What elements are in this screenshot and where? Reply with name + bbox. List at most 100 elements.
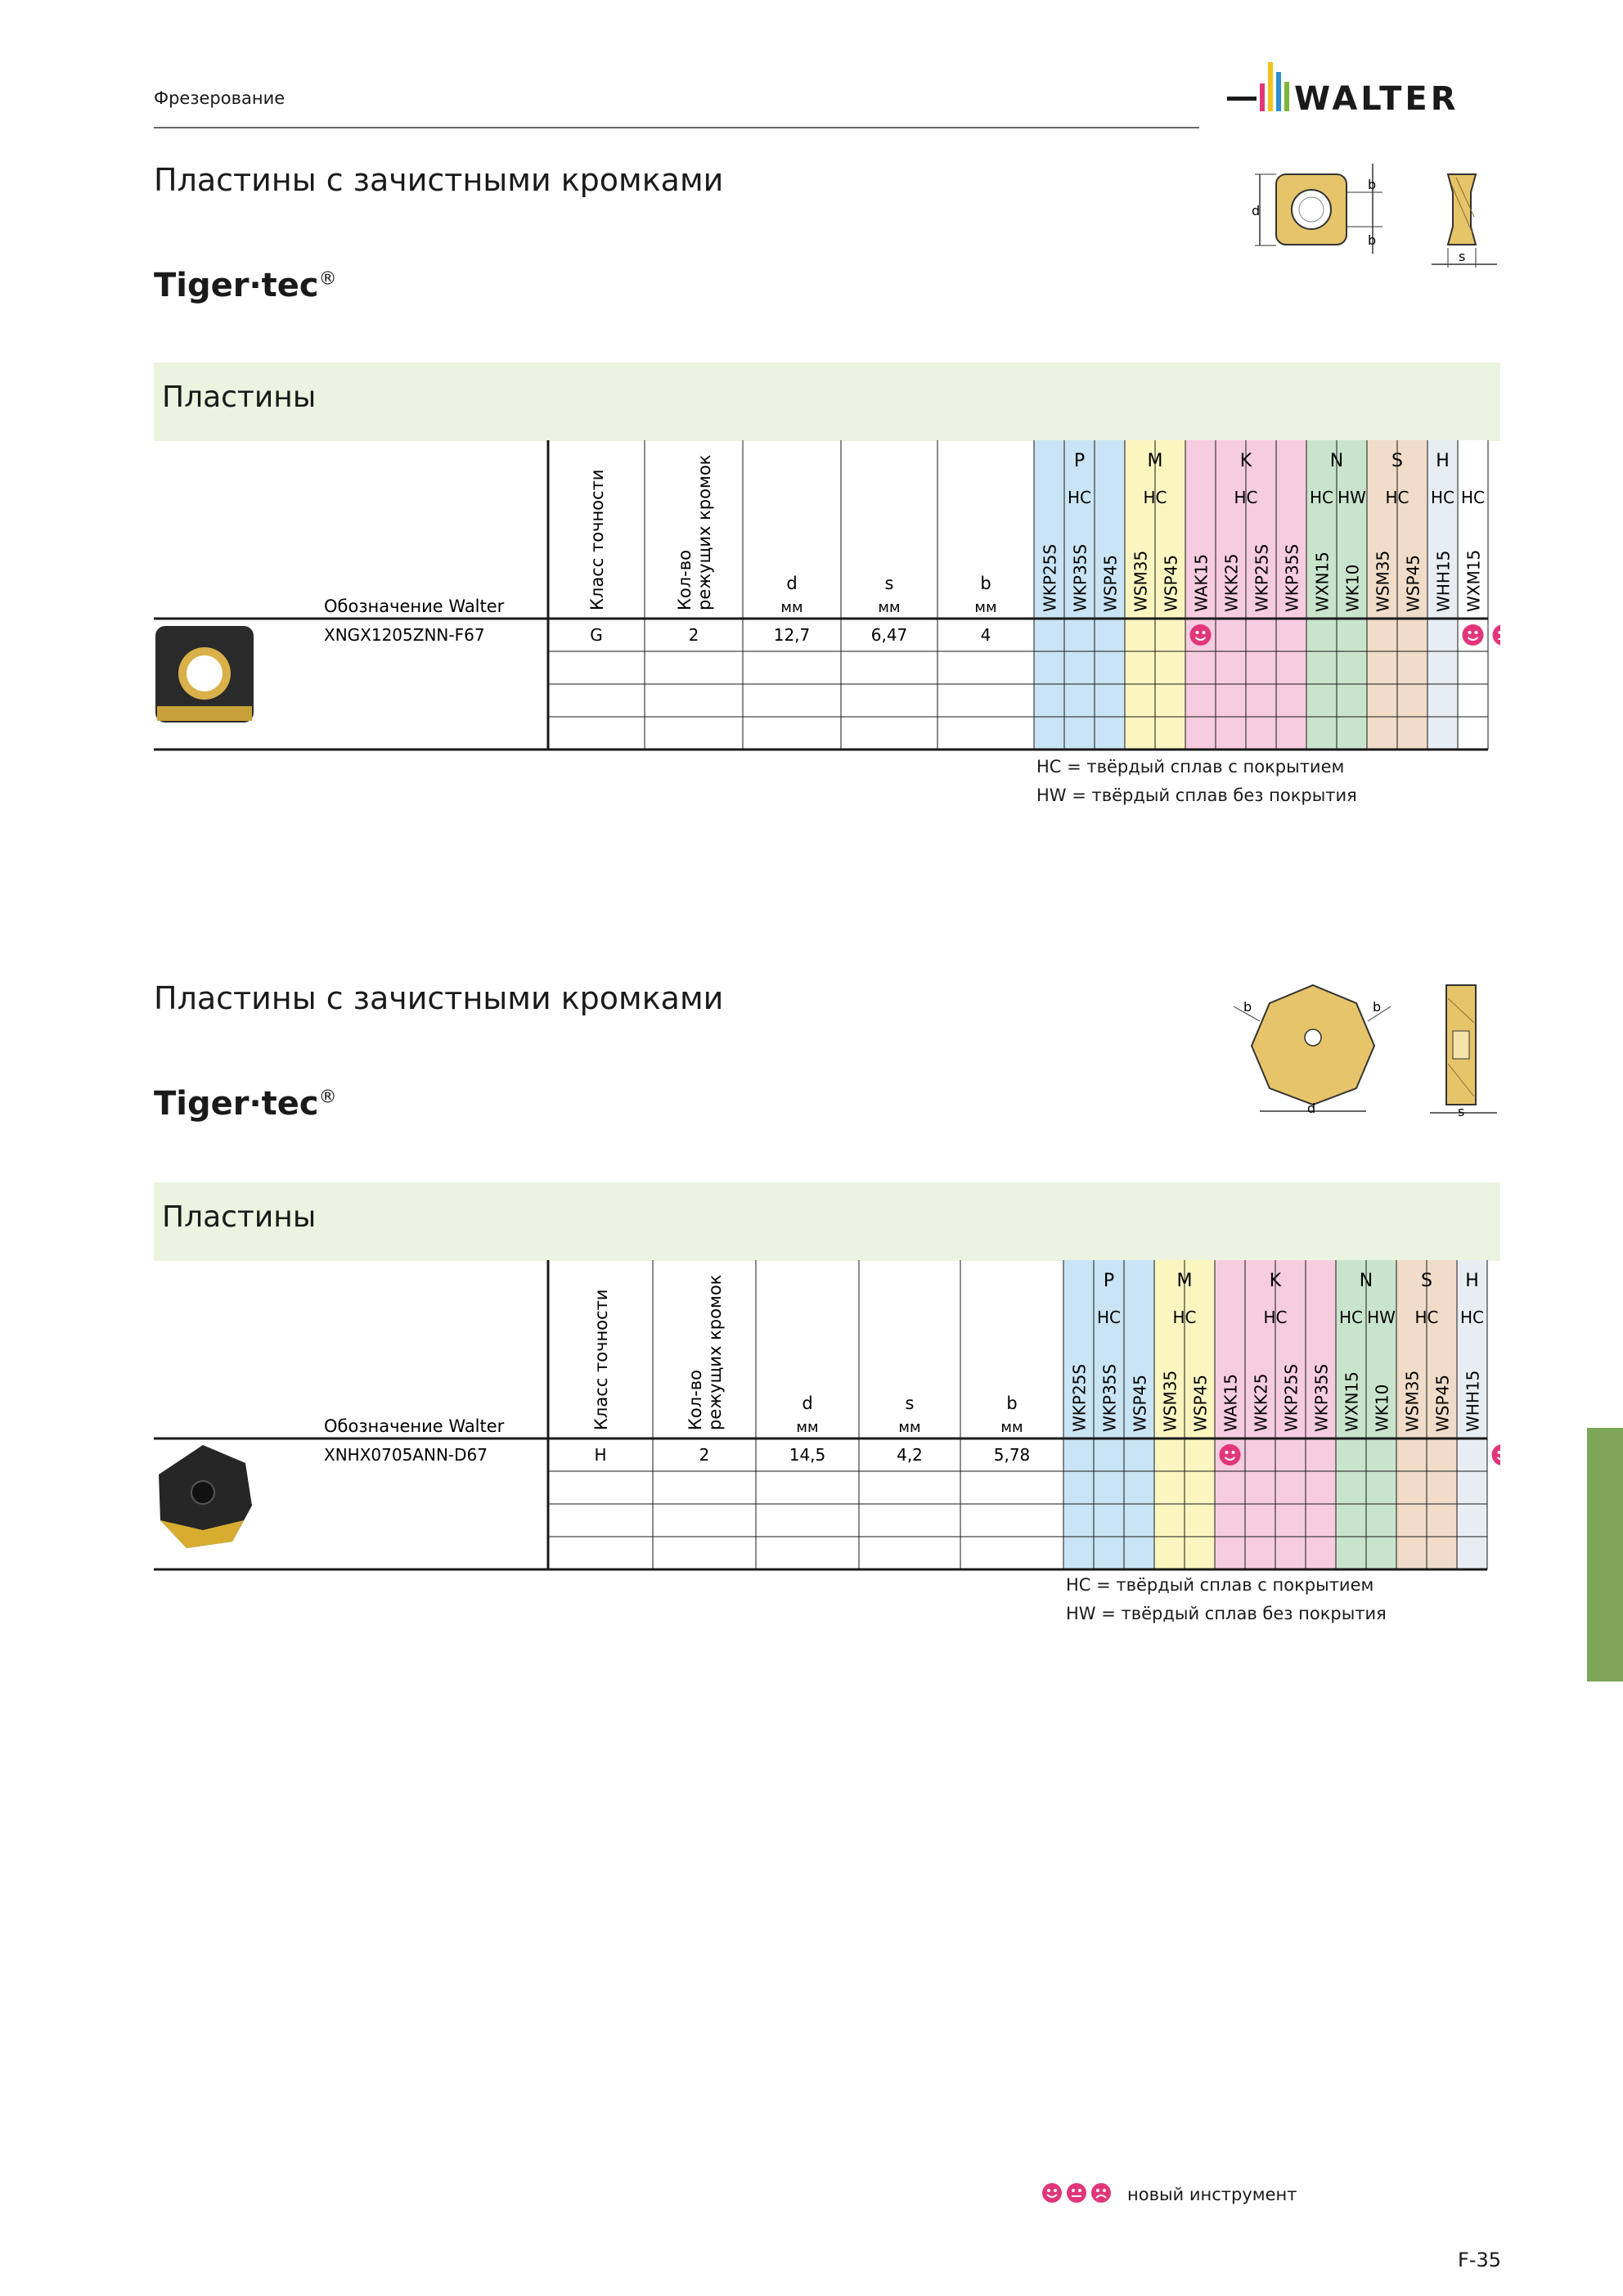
section-2-title: Пластины с зачистными кромками xyxy=(154,980,724,1016)
grade-label: WKK25 xyxy=(1252,1374,1271,1432)
grade-label: WKP35S xyxy=(1100,1364,1120,1432)
grade-label: WKP25S xyxy=(1282,1364,1302,1432)
group-type: HC xyxy=(1431,488,1454,507)
svg-text:s: s xyxy=(1459,249,1465,264)
grade-label: WSP45 xyxy=(1101,555,1121,612)
grade-label: WHH15 xyxy=(1463,1371,1483,1432)
group-type: HC xyxy=(1068,488,1091,507)
row-value: 6,47 xyxy=(871,625,908,645)
group-type: HW xyxy=(1338,488,1366,507)
svg-text:s: s xyxy=(1458,1104,1464,1119)
grade-label: WSM35 xyxy=(1403,1371,1423,1432)
group-background xyxy=(1458,440,1488,750)
grade-label: WSP45 xyxy=(1433,1375,1453,1432)
dim-unit: мм xyxy=(878,599,900,616)
svg-text:d: d xyxy=(1307,1101,1315,1116)
row-value: 2 xyxy=(689,625,699,645)
tolerance-header: Класс точности xyxy=(587,470,607,610)
new-tool-smile-icon xyxy=(1491,1444,1500,1465)
footer-legend-text: новый инструмент xyxy=(1127,2185,1297,2204)
edges-header-line2: режущих кромок xyxy=(705,1275,725,1430)
grade-label: WKP35S xyxy=(1312,1364,1332,1432)
grade-label: WAK15 xyxy=(1221,1374,1241,1432)
row-value: 5,78 xyxy=(994,1445,1031,1465)
legend-hc: HC = твёрдый сплав с покрытием xyxy=(1036,757,1345,777)
dim-header: b xyxy=(980,574,991,593)
new-tool-sad-icon xyxy=(1091,2183,1111,2203)
row-designation: XNGX1205ZNN-F67 xyxy=(324,625,485,645)
section-1-band: Пластины xyxy=(154,362,1500,441)
dim-header: s xyxy=(885,574,894,593)
dim-unit: мм xyxy=(780,599,803,616)
grade-label: WSM35 xyxy=(1161,1371,1180,1432)
insert-photo xyxy=(155,626,254,723)
grade-label: WSM35 xyxy=(1373,551,1393,612)
group-type: HC xyxy=(1097,1308,1121,1327)
group-letter: H xyxy=(1436,451,1450,471)
grade-label: WAK15 xyxy=(1192,554,1212,612)
grade-label: WKP35S xyxy=(1071,544,1090,612)
grade-label: WKK25 xyxy=(1222,554,1242,612)
header-divider xyxy=(154,127,1199,128)
group-type: HW xyxy=(1367,1308,1396,1327)
grade-label: WKP35S xyxy=(1283,544,1302,612)
new-tool-smile-icon xyxy=(1462,624,1484,646)
section-1-subtitle: Tiger·tec® xyxy=(154,267,337,304)
dim-header: s xyxy=(906,1393,915,1413)
svg-text:b: b xyxy=(1243,999,1252,1015)
insert-square-diagram: d b b s xyxy=(1252,164,1497,268)
new-tool-smile-icon xyxy=(1219,1444,1241,1465)
page-number: F-35 xyxy=(1458,2249,1502,2271)
group-type: HC xyxy=(1461,488,1485,507)
header-section-label: Фрезерование xyxy=(154,88,285,108)
new-tool-smile-icon xyxy=(1042,2183,1062,2203)
grade-label: WSP45 xyxy=(1404,555,1423,612)
new-tool-neutral-icon xyxy=(1067,2183,1086,2203)
grade-label: WK10 xyxy=(1343,565,1363,612)
section-2-subtitle: Tiger·tec® xyxy=(154,1085,337,1123)
edges-header-line1: Кол-во xyxy=(686,1370,705,1430)
group-type: HC xyxy=(1310,488,1333,507)
row-value: G xyxy=(590,625,603,645)
grade-label: WXN15 xyxy=(1342,1371,1362,1432)
grade-label: WXN15 xyxy=(1313,551,1333,612)
grade-label: WSP45 xyxy=(1162,555,1181,612)
row-value: 14,5 xyxy=(789,1445,826,1465)
section-1-title: Пластины с зачистными кромками xyxy=(154,162,724,198)
designation-header: Обозначение Walter xyxy=(324,1416,505,1436)
row-value: 2 xyxy=(699,1445,710,1465)
dim-unit: мм xyxy=(796,1419,818,1436)
row-value: 12,7 xyxy=(774,625,811,645)
legend-hc: HC = твёрдый сплав с покрытием xyxy=(1066,1575,1374,1595)
group-background xyxy=(1457,1260,1487,1569)
grade-label: WKP25S xyxy=(1252,544,1272,612)
group-type: HC xyxy=(1460,1308,1484,1327)
row-value: 4 xyxy=(981,625,991,645)
legend-hw: HW = твёрдый сплав без покрытия xyxy=(1066,1604,1387,1623)
group-background xyxy=(1034,440,1125,750)
brand-name: WALTER xyxy=(1294,80,1459,118)
grade-label: WKP25S xyxy=(1041,544,1060,612)
dim-unit: мм xyxy=(898,1419,920,1436)
designation-header: Обозначение Walter xyxy=(324,597,505,616)
svg-text:d: d xyxy=(1252,203,1260,218)
group-letter: H xyxy=(1465,1271,1479,1291)
row-value: H xyxy=(594,1445,606,1465)
chapter-side-tab xyxy=(1587,1428,1623,1681)
grade-label: WSP45 xyxy=(1191,1375,1211,1432)
grade-label: WXM15 xyxy=(1464,550,1484,612)
grade-label: WSM35 xyxy=(1131,551,1151,612)
grade-label: WKP25S xyxy=(1070,1364,1090,1432)
new-tool-icons xyxy=(1042,2183,1111,2203)
grade-label: WSP45 xyxy=(1131,1375,1150,1432)
row-designation: XNHX0705ANN-D67 xyxy=(324,1445,488,1465)
dim-header: b xyxy=(1006,1393,1017,1413)
group-type: HC xyxy=(1339,1308,1363,1327)
group-letter: P xyxy=(1074,451,1085,471)
new-tool-neutral-icon xyxy=(1492,624,1500,646)
tolerance-header: Класс точности xyxy=(591,1290,611,1430)
dim-unit: мм xyxy=(1000,1419,1023,1436)
insert-photo xyxy=(159,1445,252,1548)
